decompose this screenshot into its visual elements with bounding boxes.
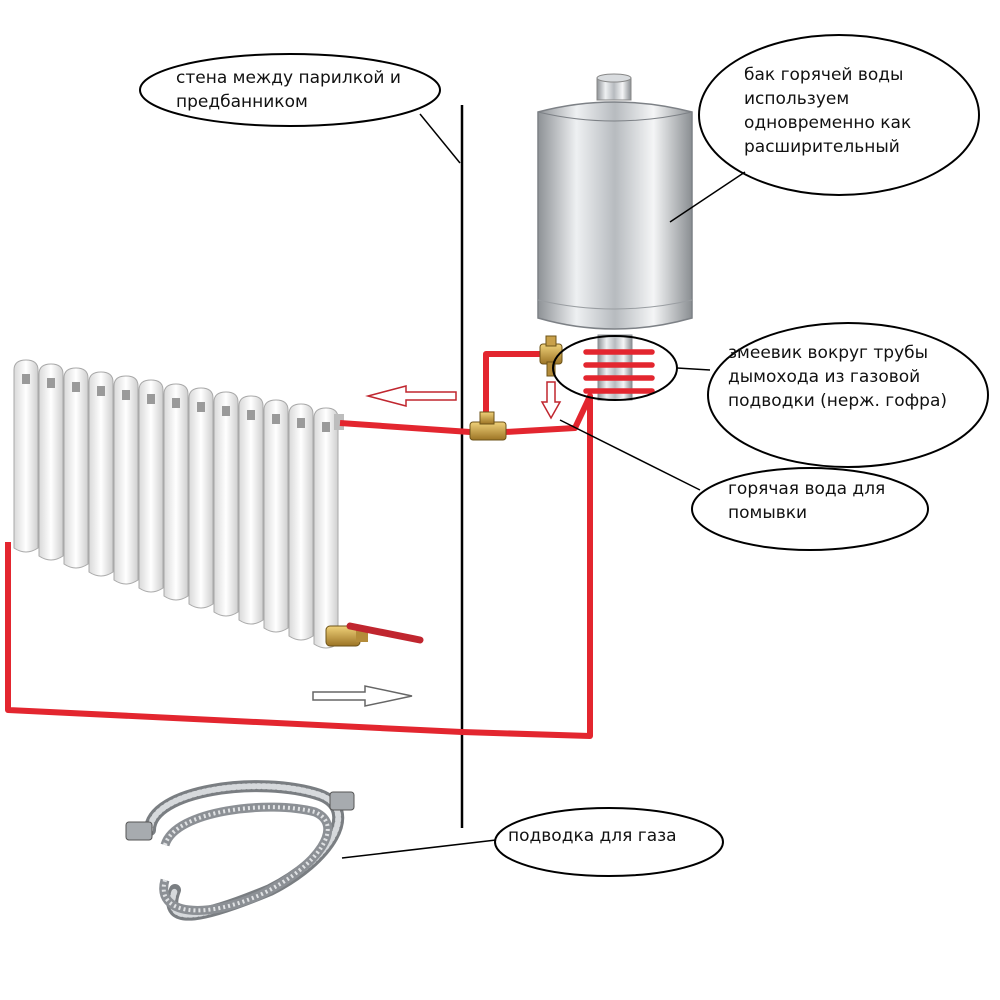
radiator-slot — [47, 378, 55, 388]
radiator-section — [188, 387, 214, 609]
flow-arrow-left-icon — [365, 385, 457, 407]
radiator-section — [238, 395, 264, 625]
ball-valve-icon — [325, 622, 424, 647]
radiator-slot — [122, 390, 130, 400]
gas-hose-icon — [125, 780, 355, 921]
radiator-section — [113, 375, 139, 585]
radiator-slot — [247, 410, 255, 420]
coil-rings — [583, 349, 655, 394]
label-coil: змеевик вокруг трубы дымохода из газовой… — [728, 343, 947, 411]
radiator-section — [263, 399, 289, 633]
radiator-slot — [147, 394, 155, 404]
callout-coil — [552, 322, 989, 468]
radiator-slot — [172, 398, 180, 408]
radiator-slot — [322, 422, 330, 432]
callout-tank — [669, 34, 980, 223]
radiator-section — [163, 383, 189, 601]
radiator-slot — [272, 414, 280, 424]
radiator-section — [288, 403, 314, 641]
radiator-inlet — [334, 414, 344, 430]
radiator-section — [88, 371, 114, 577]
callout-hot-water — [559, 419, 929, 551]
radiator-slot — [97, 386, 105, 396]
flow-arrow-right-icon — [312, 685, 413, 707]
label-tank: бак горячей воды используем одновременно… — [744, 65, 912, 157]
radiator-slot — [22, 374, 30, 384]
radiator-section — [13, 359, 39, 553]
tee-fitting-icon — [469, 411, 507, 441]
label-wall: стена между парилкой и предбанником — [176, 68, 401, 112]
radiator-section — [313, 407, 339, 649]
callout-gas — [341, 807, 724, 877]
label-hot-water: горячая вода для помывки — [728, 479, 886, 523]
radiator-section — [138, 379, 164, 593]
radiator-slot — [222, 406, 230, 416]
radiator-slot — [197, 402, 205, 412]
label-gas: подводка для газа — [508, 826, 677, 846]
radiator-section — [213, 391, 239, 617]
radiator-icon — [13, 359, 424, 649]
hot-water-tap-icon — [539, 335, 563, 377]
callout-wall — [139, 53, 461, 164]
radiator-slot — [72, 382, 80, 392]
radiator-section — [38, 363, 64, 561]
flow-arrow-down-icon — [540, 381, 562, 420]
radiator-slot — [297, 418, 305, 428]
radiator-section — [63, 367, 89, 569]
